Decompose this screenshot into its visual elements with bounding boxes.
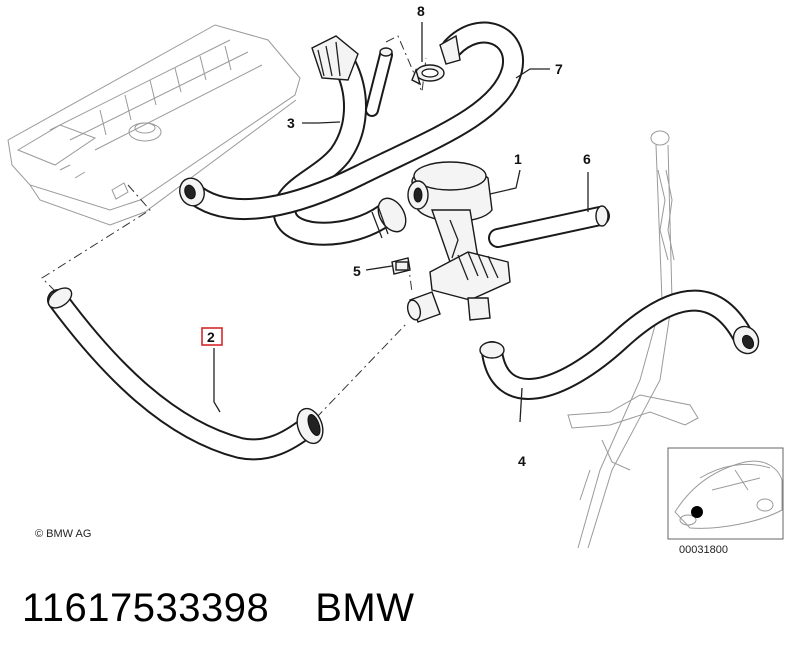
location-marker-icon	[691, 506, 703, 518]
callout-numbers: 1 2 3 4 5 6 7 8	[201, 3, 591, 469]
callout-5: 5	[353, 263, 361, 279]
footer: 11617533398 BMW	[22, 586, 415, 646]
callout-1: 1	[514, 151, 522, 167]
hose-6	[488, 205, 610, 248]
hose-7	[179, 21, 524, 221]
callout-4: 4	[518, 453, 526, 469]
hose-2	[47, 287, 324, 461]
parts-diagram: 1 2 3 4 5 6 7 8 © BMW AG 00031800	[7, 3, 784, 556]
image-number: 00031800	[679, 544, 728, 556]
car-location-inset	[667, 447, 784, 540]
callout-2: 2	[207, 329, 215, 345]
pipe-nipple	[365, 47, 393, 117]
callout-2-highlight-box	[201, 327, 223, 346]
brand-name: BMW	[315, 586, 415, 630]
callout-7: 7	[555, 61, 563, 77]
part-number: 11617533398	[22, 586, 270, 630]
copyright-label: © BMW AG	[35, 528, 91, 540]
callout-8: 8	[417, 3, 425, 19]
pressure-valve-1	[407, 161, 511, 321]
screw-5	[391, 257, 411, 275]
callout-6: 6	[583, 151, 591, 167]
hose-clip-8	[411, 64, 445, 86]
callout-3: 3	[287, 115, 295, 131]
connector-elbow	[406, 291, 441, 323]
leader-lines	[213, 22, 589, 423]
dipstick-tube-outline	[567, 130, 699, 549]
valve-cover-outline	[7, 24, 301, 226]
hose-4	[479, 289, 760, 400]
